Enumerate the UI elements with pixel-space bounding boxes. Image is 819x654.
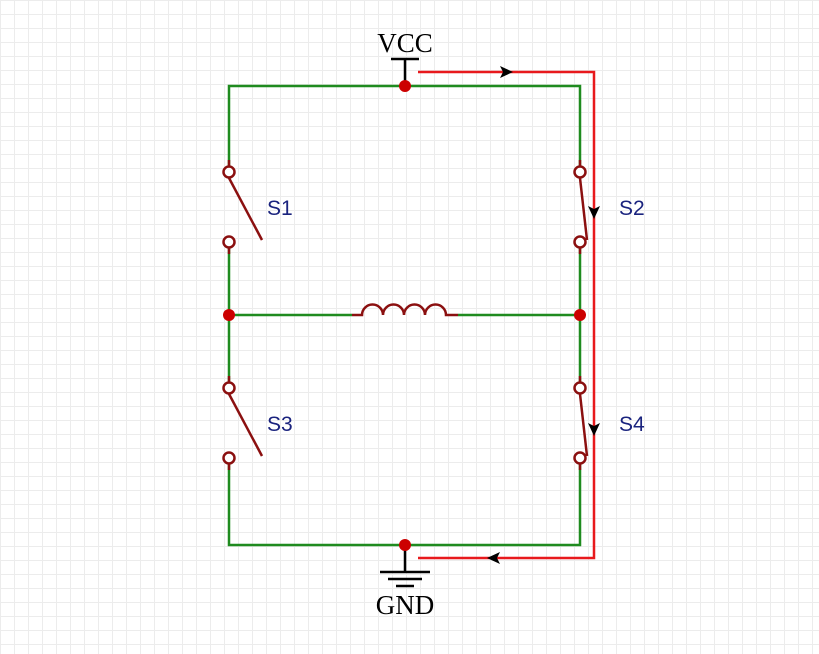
switch-s3 [222, 376, 264, 470]
switch-s1-label: S1 [267, 197, 293, 220]
switch-s4-label: S4 [619, 413, 645, 436]
arrow-down-icon [588, 206, 600, 219]
node-right-mid [574, 309, 586, 321]
top-rail-wire [227, 84, 582, 172]
switch-s2 [573, 160, 589, 254]
ground-icon [380, 545, 430, 588]
arrow-left-icon [487, 552, 500, 564]
gnd-label: GND [376, 590, 435, 620]
wires [227, 84, 582, 547]
inductor-coil [352, 303, 458, 317]
node-vcc [399, 80, 411, 92]
node-gnd [399, 539, 411, 551]
switch-s3-label: S3 [267, 413, 293, 436]
junction-nodes [223, 80, 586, 551]
arrow-right-icon [500, 66, 513, 78]
vcc-label: VCC [377, 28, 433, 58]
current-direction-arrows [487, 66, 600, 564]
arrow-down-icon [588, 423, 600, 436]
switch-s2-label: S2 [619, 197, 645, 220]
bottom-rail-wire [227, 458, 582, 547]
switch-s1 [222, 160, 264, 254]
switch-s4 [573, 376, 589, 470]
node-left-mid [223, 309, 235, 321]
